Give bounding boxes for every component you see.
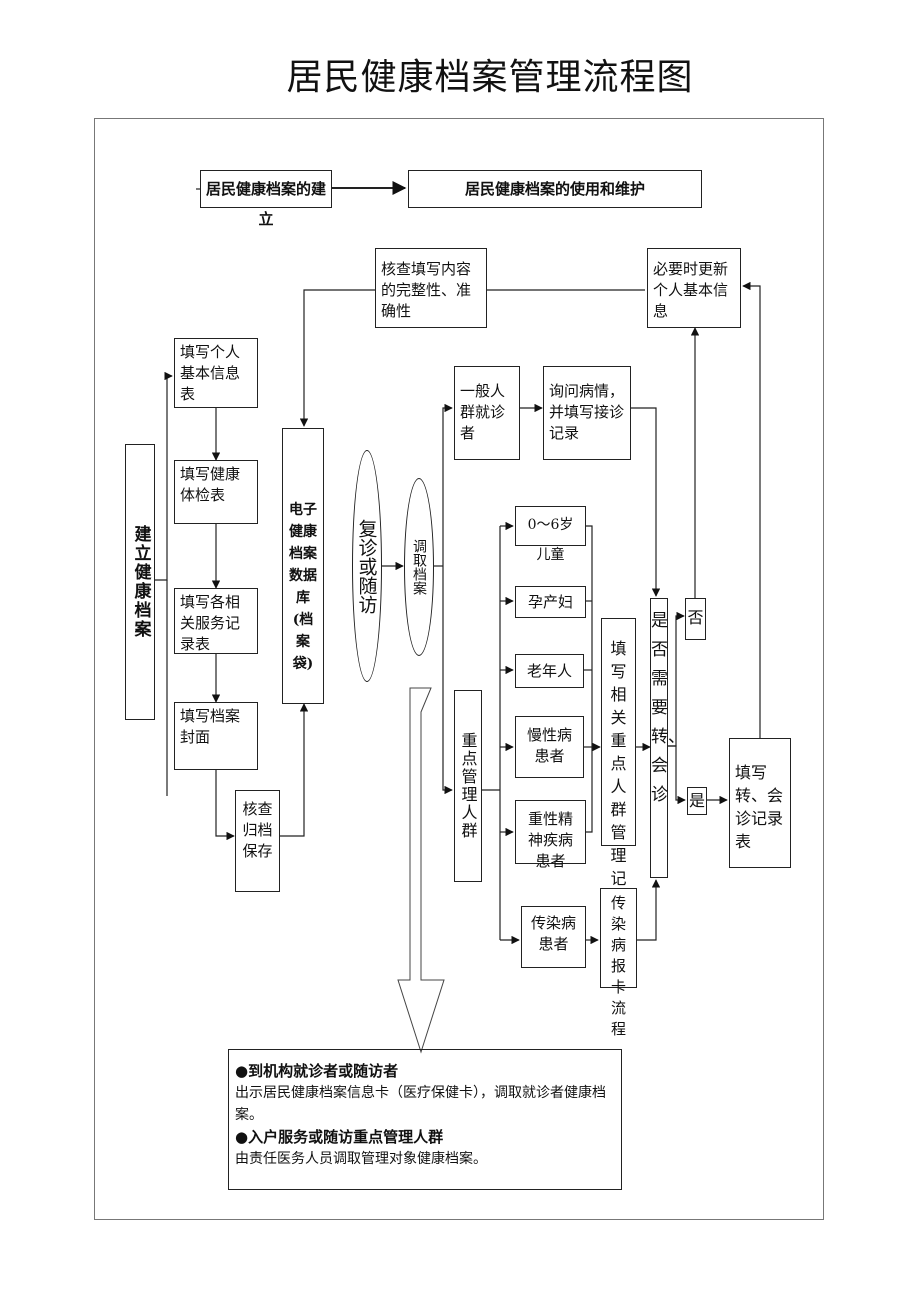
arrow-inquiry-decision [631, 407, 661, 597]
arrow-fengmian-hecha [215, 770, 235, 841]
build-bracket [154, 371, 173, 581]
note-box: ●到机构就诊者或随访者 出示居民健康档案信息卡（医疗保健卡），调取就诊者健康档案… [228, 1049, 622, 1190]
box-chuanran: 传染病患者 [521, 906, 586, 968]
header-build: 居民健康档案的建立 [200, 170, 332, 228]
page-title: 居民健康档案管理流程图 [286, 57, 694, 98]
arrow-to-general [442, 403, 453, 566]
box-shi: 是 [687, 787, 707, 815]
arrow-check-dianzi [299, 289, 377, 427]
note-heading-2: ●入户服务或随访重点管理人群 [235, 1128, 444, 1146]
down-big-arrow [397, 687, 445, 1054]
box-tianxie-zhuan: 填写转、会诊记录表 [729, 738, 791, 868]
box-tianxie-geren: 填写个人基本信息表 [174, 338, 258, 408]
box-jingshen: 重性精神疾病患者 [515, 800, 586, 870]
box-tianxie-zhongdian: 填写相关重点人群管理记录表 [601, 618, 636, 934]
box-shifou: 是否需要转、会诊 [650, 598, 685, 878]
diagram-frame [94, 118, 824, 1220]
arrow-to-key [442, 566, 453, 795]
box-tianxie-fuwu: 填写各相关服务记录表 [174, 588, 258, 654]
box-laonian: 老年人 [515, 654, 584, 688]
note-text-1: 出示居民健康档案信息卡（医疗保健卡），调取就诊者健康档案。 [235, 1085, 606, 1123]
box-hecha-neirong: 核查填写内容的完整性、准确性 [375, 248, 487, 328]
box-biyao-gengxin: 必要时更新个人基本信息 [647, 248, 741, 328]
ellipse-fuzhen: 复诊或随访 [352, 450, 382, 682]
box-tianxie-tijian: 填写健康体检表 [174, 460, 258, 524]
box-yiban: 一般人群就诊者 [454, 366, 520, 460]
box-zhongdian: 重点管理人群 [454, 690, 482, 882]
note-text-2: 由责任医务人员调取管理对象健康档案。 [235, 1151, 487, 1167]
box-tianxie-fengmian: 填写档案封面 [174, 702, 258, 770]
box-xunwen: 询问病情，并填写接诊记录 [543, 366, 631, 460]
box-ertong: 0～6岁儿童 [515, 506, 586, 563]
note-heading-1: ●到机构就诊者或随访者 [235, 1062, 399, 1080]
box-manxing: 慢性病患者 [515, 716, 584, 778]
box-dianzi: 电子健康档案数据库(档案袋) [282, 428, 324, 704]
box-fou: 否 [685, 598, 706, 640]
header-use: 居民健康档案的使用和维护 [408, 170, 702, 208]
box-hecha-guidang: 核查归档保存 [235, 790, 280, 892]
box-jianli: 建立健康档案 [125, 444, 155, 720]
ellipse-diaoqu: 调取档案 [404, 478, 434, 656]
box-yunchanfu: 孕产妇 [515, 586, 586, 618]
box-chuanran-baoka: 传染病报卡流程 [600, 888, 637, 1038]
arrow-hecha-dianzi [280, 703, 309, 837]
